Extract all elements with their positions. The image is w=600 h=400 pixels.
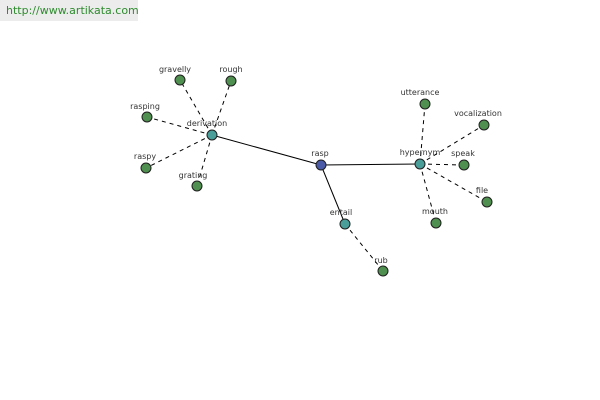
node-label-mouth[interactable]: mouth (422, 207, 448, 216)
node-label-vocalization[interactable]: vocalization (454, 109, 502, 118)
edge-derivation-gravelly (179, 79, 213, 136)
node-marker-rub[interactable] (377, 265, 389, 277)
edge-hypernym-utterance (419, 103, 426, 165)
node-rough[interactable]: rough (219, 65, 243, 87)
node-raspy[interactable]: raspy (134, 152, 156, 174)
node-utterance[interactable]: utterance (401, 88, 440, 110)
node-marker-entail[interactable] (339, 218, 351, 230)
node-label-rub[interactable]: rub (374, 256, 387, 265)
edge-derivation-rasping (146, 116, 213, 136)
edge-rasp-derivation (211, 134, 322, 166)
site-url-link[interactable]: http://www.artikata.com (6, 4, 139, 17)
node-rub[interactable]: rub (374, 256, 389, 277)
node-marker-hypernym[interactable] (414, 158, 426, 170)
node-label-rough[interactable]: rough (219, 65, 242, 74)
edge-entail-rub (344, 223, 384, 272)
node-label-rasp[interactable]: rasp (311, 149, 328, 158)
node-marker-gravelly[interactable] (174, 74, 186, 86)
node-marker-rasp[interactable] (315, 159, 327, 171)
node-label-hypernym[interactable]: hypernym (400, 148, 441, 157)
node-marker-utterance[interactable] (419, 98, 431, 110)
nodes-layer: rasp derivation hypernym entail gravelly roug… (130, 65, 502, 277)
edge-hypernym-file (419, 163, 488, 203)
edge-hypernym-mouth (419, 163, 437, 224)
edge-hypernym-speak (419, 163, 465, 166)
node-gravelly[interactable]: gravelly (159, 65, 191, 86)
node-entail[interactable]: entail (330, 208, 352, 230)
edge-rasp-hypernym (320, 163, 421, 166)
edge-rasp-entail (320, 164, 346, 225)
edge-hypernym-vocalization (419, 124, 485, 165)
node-marker-derivation[interactable] (206, 129, 218, 141)
node-mouth[interactable]: mouth (422, 207, 448, 229)
node-vocalization[interactable]: vocalization (454, 109, 502, 131)
node-grating[interactable]: grating (179, 171, 208, 192)
edge-derivation-grating (196, 134, 213, 187)
node-marker-mouth[interactable] (430, 217, 442, 229)
node-label-utterance[interactable]: utterance (401, 88, 440, 97)
node-label-derivation[interactable]: derivation (187, 119, 227, 128)
node-label-gravelly[interactable]: gravelly (159, 65, 191, 74)
node-rasp[interactable]: rasp (311, 149, 329, 171)
node-marker-file[interactable] (481, 196, 493, 208)
node-marker-grating[interactable] (191, 180, 203, 192)
node-derivation[interactable]: derivation (187, 119, 227, 141)
node-label-rasping[interactable]: rasping (130, 102, 160, 111)
node-file[interactable]: file (476, 186, 493, 208)
edge-derivation-rough (211, 80, 232, 136)
edges-layer (145, 79, 488, 272)
node-marker-raspy[interactable] (140, 162, 152, 174)
node-hypernym[interactable]: hypernym (400, 148, 441, 170)
node-label-entail[interactable]: entail (330, 208, 352, 217)
node-label-grating[interactable]: grating (179, 171, 208, 180)
node-speak[interactable]: speak (451, 149, 475, 171)
node-rasping[interactable]: rasping (130, 102, 160, 123)
node-marker-speak[interactable] (458, 159, 470, 171)
node-marker-rasping[interactable] (141, 111, 153, 123)
node-label-speak[interactable]: speak (451, 149, 475, 158)
node-label-raspy[interactable]: raspy (134, 152, 156, 161)
node-marker-rough[interactable] (225, 75, 237, 87)
node-label-file[interactable]: file (476, 186, 488, 195)
node-marker-vocalization[interactable] (478, 119, 490, 131)
site-banner: http://www.artikata.com (0, 0, 139, 21)
